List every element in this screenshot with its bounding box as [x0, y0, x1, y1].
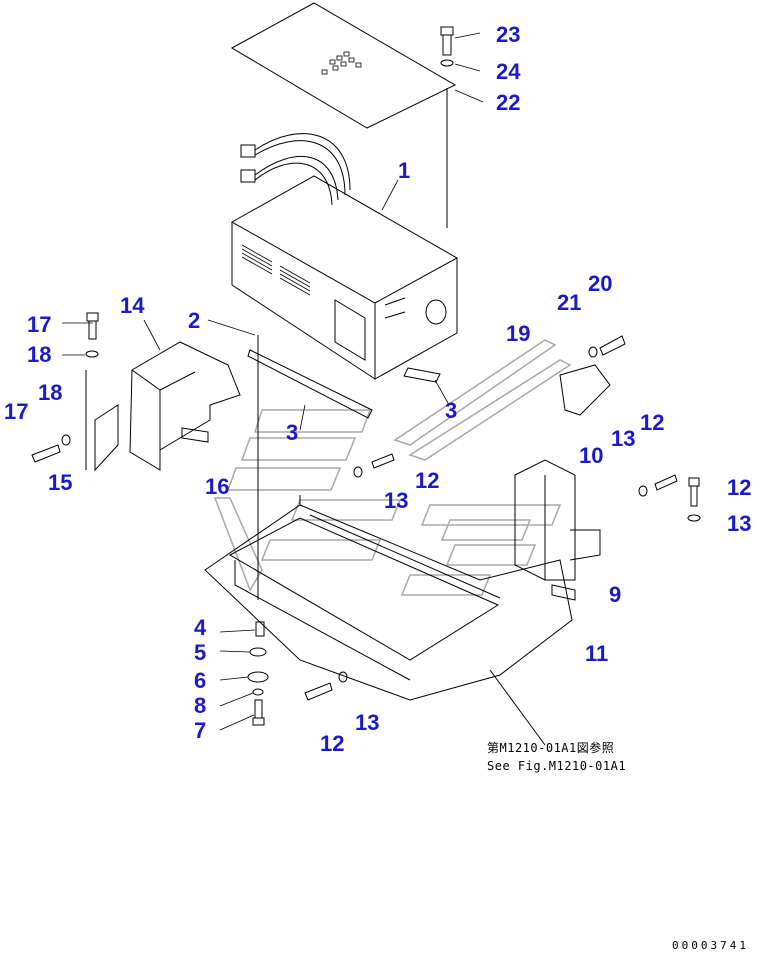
callout-2: 2: [188, 308, 201, 333]
callout-11: 11: [585, 641, 609, 666]
callout-4: 4: [194, 615, 207, 640]
callout-10: 10: [579, 443, 604, 468]
bracket-15: [85, 370, 119, 472]
callout-24: 24: [496, 59, 521, 84]
callout-17: 17: [4, 399, 29, 424]
callout-8: 8: [194, 693, 207, 718]
callout-15: 15: [48, 470, 73, 495]
cable-harness: [240, 133, 351, 206]
watermark-logo: [213, 339, 572, 596]
block-11: [551, 584, 576, 601]
bolt-12-bottom: [304, 682, 333, 701]
cushion-5: [249, 647, 267, 657]
washer-13-right2: [687, 514, 701, 522]
line-art: [31, 2, 701, 746]
callout-12: 12: [727, 475, 752, 500]
bolt-23: [440, 26, 454, 56]
washer-13-bottom: [338, 671, 348, 683]
washer-21: [588, 346, 598, 358]
washer-13-right: [638, 485, 648, 497]
block-16: [181, 427, 209, 443]
cover-plate: [230, 2, 457, 228]
callout-1: 1: [398, 158, 411, 183]
callout-12: 12: [640, 410, 665, 435]
callout-12: 12: [415, 468, 440, 493]
spacer-4: [255, 621, 265, 637]
callout-13: 13: [611, 426, 636, 451]
bolt-17-left: [31, 444, 61, 463]
bracket-9: [514, 459, 601, 581]
callout-13: 13: [355, 710, 380, 735]
bolt-12-right2: [688, 477, 700, 507]
bolt-17-top: [86, 312, 99, 340]
callout-9: 9: [609, 582, 622, 607]
washer-18-left: [61, 434, 71, 446]
callout-7: 7: [194, 718, 207, 743]
callout-14: 14: [120, 293, 145, 318]
cover-14: [129, 341, 241, 471]
bracket-3a: [247, 349, 373, 419]
callout-3: 3: [286, 420, 299, 445]
washer-13-mid: [353, 466, 363, 478]
callout-16: 16: [205, 474, 230, 499]
drawing-number: 00003741: [672, 939, 749, 952]
washer-18-top: [85, 350, 99, 358]
callout-18: 18: [27, 342, 52, 367]
bolt-12-mid: [371, 453, 395, 469]
callout-23: 23: [496, 22, 521, 47]
callout-5: 5: [194, 640, 207, 665]
leader-lines: [62, 32, 484, 731]
callout-18: 18: [38, 380, 63, 405]
callout-20: 20: [588, 271, 613, 296]
callout-19: 19: [506, 321, 531, 346]
reference-note-japanese: 第M1210-01A1図参照: [487, 741, 615, 755]
callout-6: 6: [194, 668, 207, 693]
bolt-12-right: [654, 474, 678, 491]
callout-21: 21: [557, 290, 582, 315]
callout-3: 3: [445, 398, 458, 423]
callout-12: 12: [320, 731, 345, 756]
cover-19: [559, 364, 611, 416]
washer-8: [252, 688, 264, 696]
bracket-3b: [403, 367, 441, 383]
mount-frame: [204, 495, 573, 746]
reference-note-english: See Fig.M1210-01A1: [487, 759, 627, 773]
callout-13: 13: [384, 488, 409, 513]
washer-24: [440, 59, 454, 67]
cushion-6: [247, 671, 269, 683]
callout-13: 13: [727, 511, 752, 536]
callout-22: 22: [496, 90, 521, 115]
callout-17: 17: [27, 312, 52, 337]
bolt-7: [252, 699, 265, 726]
bolt-20: [599, 335, 626, 356]
controller-box: [230, 175, 459, 380]
